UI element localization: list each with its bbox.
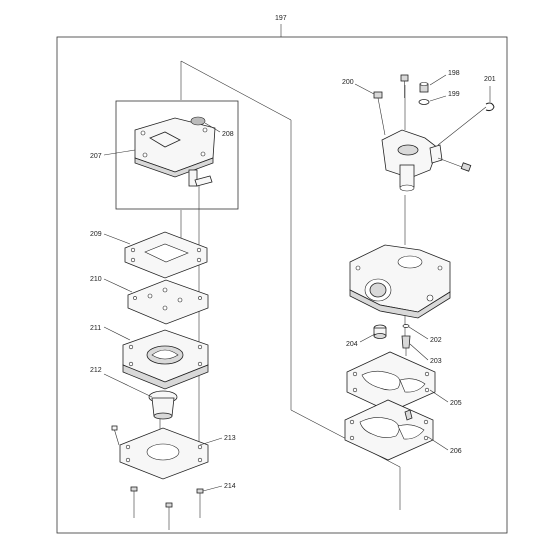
diaphragm-210[interactable] — [127, 279, 209, 325]
carburetor-body[interactable] — [349, 244, 451, 319]
side-screw[interactable] — [437, 157, 472, 172]
leader-199 — [429, 95, 447, 102]
part-label-198[interactable]: 198 — [448, 70, 460, 77]
leader-203 — [409, 343, 429, 361]
part-label-204[interactable]: 204 — [346, 341, 358, 348]
part-label-200[interactable]: 200 — [342, 79, 354, 86]
divider-top — [180, 60, 292, 121]
leader-213 — [199, 437, 223, 446]
part-label-208[interactable]: 208 — [222, 131, 234, 138]
cap-screw-198[interactable] — [419, 82, 429, 93]
part-label-210[interactable]: 210 — [90, 276, 102, 283]
leader-205 — [429, 389, 449, 403]
screw-214-d[interactable] — [196, 488, 204, 518]
pump-body-211[interactable] — [122, 329, 209, 390]
o-ring-202[interactable] — [402, 324, 410, 328]
part-label-214[interactable]: 214 — [224, 483, 236, 490]
leader-212 — [103, 373, 153, 398]
leader-198 — [429, 74, 447, 86]
part-label-207[interactable]: 207 — [90, 153, 102, 160]
part-label-213[interactable]: 213 — [224, 435, 236, 442]
part-label-202[interactable]: 202 — [430, 337, 442, 344]
part-label-209[interactable]: 209 — [90, 231, 102, 238]
part-label-206[interactable]: 206 — [450, 448, 462, 455]
leader-210 — [103, 278, 133, 293]
base-plate-213[interactable] — [119, 427, 209, 480]
screw-214-a[interactable] — [111, 425, 120, 446]
screw-214-b[interactable] — [130, 486, 138, 518]
cap-212[interactable] — [148, 390, 178, 420]
metering-plate-206[interactable] — [344, 399, 434, 461]
needle-valve-203[interactable] — [401, 335, 411, 356]
part-label-205[interactable]: 205 — [450, 400, 462, 407]
leader-208 — [204, 122, 221, 133]
screen-208[interactable] — [190, 116, 206, 126]
bolt-200[interactable] — [373, 91, 386, 136]
part-label-212[interactable]: 212 — [90, 367, 102, 374]
adjust-screw[interactable] — [400, 74, 409, 98]
leader-214 — [202, 485, 223, 492]
clip-201[interactable] — [485, 102, 495, 112]
leader-211 — [103, 326, 131, 341]
leader-207 — [103, 149, 136, 156]
leader-202 — [408, 326, 429, 340]
pump-cover-207[interactable] — [134, 117, 216, 187]
part-label-197[interactable]: 197 — [275, 15, 287, 22]
assembly-frame — [56, 36, 508, 534]
washer-199[interactable] — [418, 99, 430, 105]
leader-206 — [427, 436, 449, 451]
valve-housing[interactable] — [381, 129, 443, 192]
part-label-199[interactable]: 199 — [448, 91, 460, 98]
metering-gasket-205[interactable] — [346, 351, 436, 413]
leader-200 — [354, 83, 375, 95]
gasket-209[interactable] — [124, 231, 208, 279]
leader-204 — [359, 333, 376, 343]
leader-201-to-body — [437, 106, 487, 146]
part-label-203[interactable]: 203 — [430, 358, 442, 365]
inset-box-207 — [115, 100, 239, 210]
part-label-201[interactable]: 201 — [484, 76, 496, 83]
leader-209 — [103, 233, 131, 245]
part-label-211[interactable]: 211 — [90, 325, 101, 332]
plug-204[interactable] — [373, 324, 387, 339]
screw-214-c[interactable] — [165, 502, 173, 530]
